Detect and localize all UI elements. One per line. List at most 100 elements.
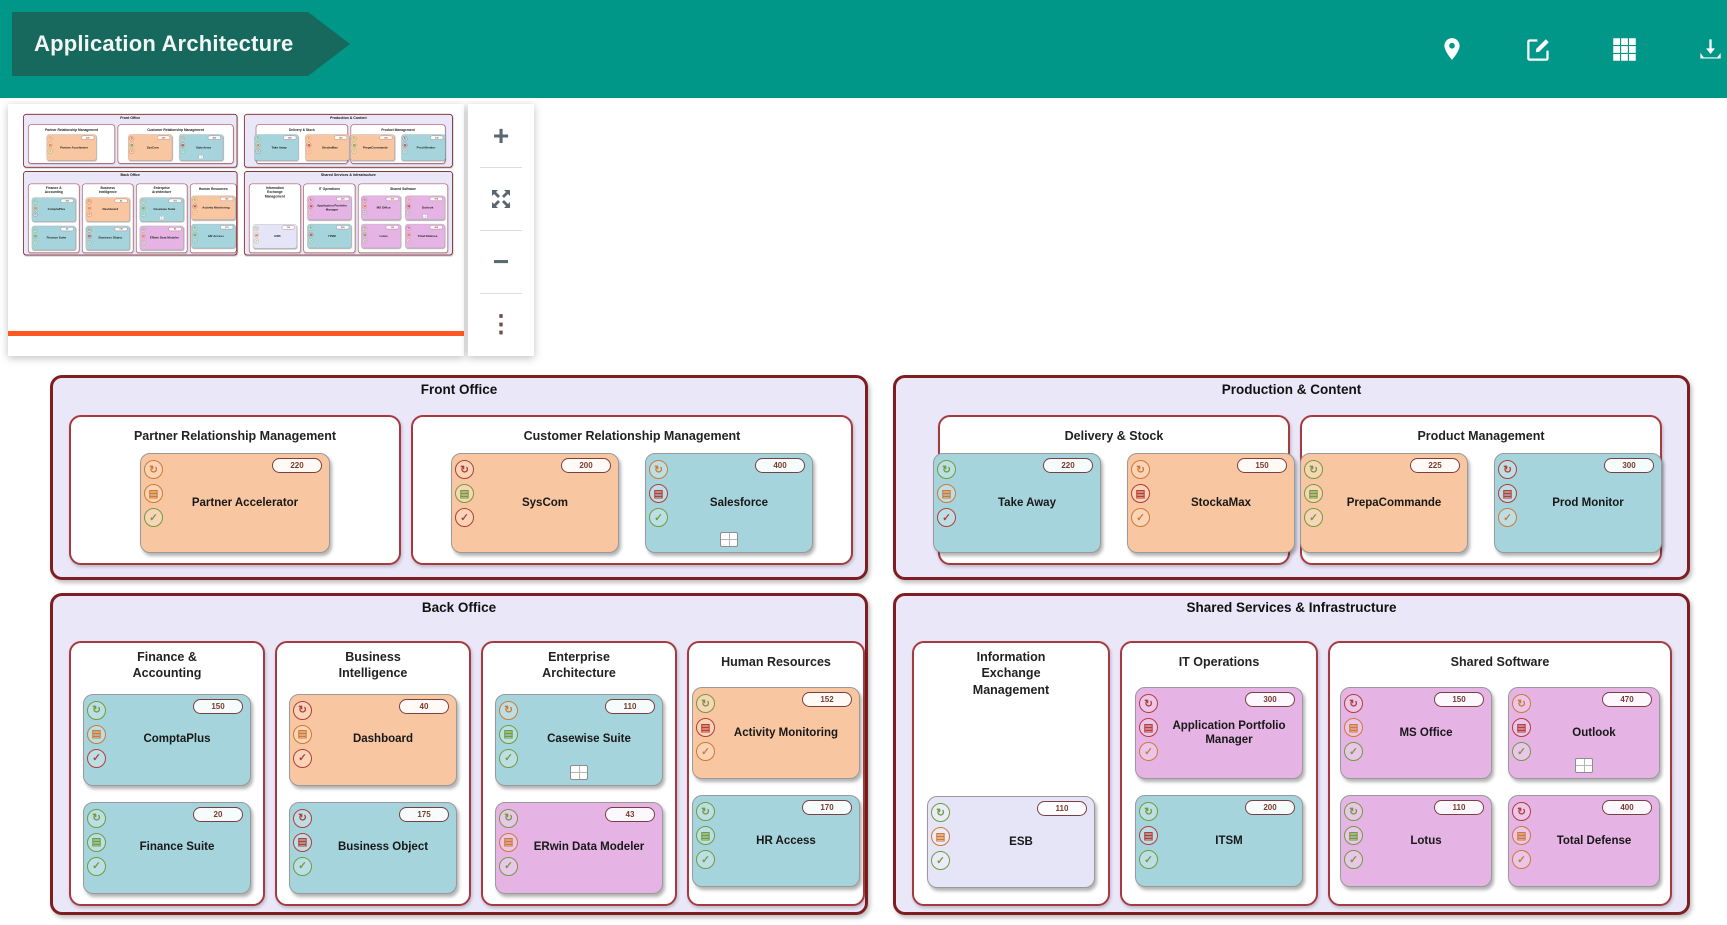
check-icon: ✓ — [1344, 850, 1363, 869]
check-icon: ✓ — [1344, 742, 1363, 761]
document-icon: ▤ — [931, 827, 950, 846]
app-card-finance-suite[interactable]: 20↻▤✓Finance Suite — [83, 801, 251, 894]
app-count-badge: 400 — [755, 458, 805, 473]
lifecycle-icon: ↻ — [696, 694, 715, 713]
check-icon: ✓ — [1512, 742, 1531, 761]
app-name: Total Defense — [1556, 834, 1632, 847]
app-count-badge: 400 — [1602, 800, 1652, 815]
lifecycle-icon: ↻ — [1512, 802, 1531, 821]
location-pin-icon[interactable] — [1437, 34, 1467, 64]
app-card-comptaplus[interactable]: 150↻▤✓ComptaPlus — [83, 693, 251, 786]
lifecycle-icon: ↻ — [1498, 460, 1517, 479]
lifecycle-icon: ↻ — [293, 808, 312, 828]
app-card-activity-monitoring[interactable]: 152↻▤✓Activity Monitoring — [692, 687, 860, 779]
app-card-total-defense[interactable]: 400 ↻ ▤ ✓ Total Defense — [1508, 795, 1660, 887]
app-card-take-away[interactable]: 220↻▤✓Take Away — [933, 453, 1101, 553]
download-icon[interactable] — [1695, 34, 1725, 64]
app-count-badge: 220 — [272, 458, 322, 473]
document-icon: ▤ — [1304, 484, 1323, 503]
app-count-badge: 170 — [802, 800, 852, 815]
window-grid-icon — [1575, 758, 1593, 773]
subgroup-product-management: Product Management 225↻▤✓PrepaCommande 300… — [1300, 415, 1662, 565]
app-count-badge: 225 — [1410, 458, 1460, 473]
check-icon: ✓ — [1512, 850, 1531, 869]
app-card-casewise-suite[interactable]: 110↻▤✓Casewise Suite — [495, 693, 663, 786]
zoom-out-button[interactable]: − — [468, 230, 534, 293]
app-card-prod-monitor[interactable]: 300↻▤✓Prod Monitor — [1494, 453, 1662, 553]
app-count-badge: 200 — [1245, 800, 1295, 815]
lifecycle-icon: ↻ — [293, 700, 312, 720]
window-grid-icon — [570, 764, 588, 780]
check-icon: ✓ — [1131, 508, 1150, 527]
document-icon: ▤ — [293, 832, 312, 852]
document-icon: ▤ — [87, 832, 106, 852]
header-toolbar — [1437, 0, 1727, 98]
check-icon: ✓ — [455, 508, 474, 527]
document-icon: ▤ — [696, 826, 715, 845]
edit-icon[interactable] — [1523, 34, 1553, 64]
document-icon: ▤ — [1131, 484, 1150, 503]
app-card-stockamax[interactable]: 150↻▤✓StockaMax — [1127, 453, 1295, 553]
app-card-application-portfolio-manager[interactable]: 300↻▤✓Application Portfolio Manager — [1135, 687, 1303, 779]
app-card-ms-office[interactable]: 150↻▤✓MS Office — [1340, 687, 1492, 779]
app-card-erwin-data-modeler[interactable]: 43↻▤✓ERwin Data Modeler — [495, 801, 663, 894]
more-options-button[interactable]: ⋮ — [468, 293, 534, 356]
app-name: StockaMax — [1190, 496, 1252, 509]
app-count-badge: 220 — [1043, 458, 1093, 473]
lifecycle-icon: ↻ — [1344, 694, 1363, 713]
zoom-in-button[interactable]: + — [492, 119, 510, 151]
app-card-partner-accelerator[interactable]: 220↻▤✓Partner Accelerator — [140, 453, 330, 553]
check-icon: ✓ — [931, 851, 950, 870]
grid-menu-icon[interactable] — [1609, 34, 1639, 64]
lifecycle-icon: ↻ — [649, 460, 668, 479]
check-icon: ✓ — [649, 508, 668, 527]
subgroup-title: Enterprise Architecture — [542, 650, 616, 681]
app-card-hr-access[interactable]: 170↻▤✓HR Access — [692, 795, 860, 887]
app-count-badge: 20 — [193, 806, 243, 822]
subgroup-title: Product Management — [1417, 428, 1545, 443]
check-icon: ✓ — [293, 748, 312, 768]
check-icon: ✓ — [937, 508, 956, 527]
document-icon: ▤ — [696, 718, 715, 737]
document-icon: ▤ — [1512, 826, 1531, 845]
app-count-badge: 470 — [1602, 692, 1652, 707]
app-card-itsm[interactable]: 200↻▤✓ITSM — [1135, 795, 1303, 887]
lifecycle-icon: ↻ — [931, 803, 950, 822]
app-card-outlook[interactable]: 470↻▤✓Outlook — [1508, 687, 1660, 779]
app-name: ERwin Data Modeler — [533, 841, 645, 854]
document-icon: ▤ — [1139, 718, 1158, 737]
app-name: Business Object — [337, 841, 429, 854]
app-name: ComptaPlus — [143, 733, 211, 746]
app-card-esb[interactable]: 110↻▤✓ESB — [927, 796, 1095, 888]
document-icon: ▤ — [455, 484, 474, 503]
document-icon: ▤ — [649, 484, 668, 503]
document-icon: ▤ — [144, 484, 163, 503]
zoom-controls: + − ⋮ — [468, 104, 534, 356]
subgroup-title: IT Operations — [1178, 654, 1260, 669]
app-card-syscom[interactable]: 200↻▤✓SysCom — [451, 453, 619, 553]
app-card-lotus[interactable]: 110↻▤✓Lotus — [1340, 795, 1492, 887]
check-icon: ✓ — [293, 856, 312, 876]
app-card-prepacommande[interactable]: 225↻▤✓PrepaCommande — [1300, 453, 1468, 553]
app-card-dashboard[interactable]: 40↻▤✓Dashboard — [289, 693, 457, 786]
app-name: Prod Monitor — [1552, 496, 1624, 509]
app-count-badge: 150 — [1434, 692, 1484, 707]
app-header: Application Architecture — [0, 0, 1727, 98]
app-name: SysCom — [521, 496, 569, 509]
lifecycle-icon: ↻ — [1344, 802, 1363, 821]
app-card-salesforce[interactable]: 400 ↻ ▤ ✓ Salesforce — [645, 453, 813, 553]
fit-screen-button[interactable] — [468, 167, 534, 230]
lifecycle-icon: ↻ — [937, 460, 956, 479]
app-name: Outlook — [1572, 726, 1616, 739]
app-name: Salesforce — [709, 496, 769, 509]
app-card-business-object[interactable]: 175↻▤✓Business Object — [289, 801, 457, 894]
lifecycle-icon: ↻ — [1131, 460, 1150, 479]
